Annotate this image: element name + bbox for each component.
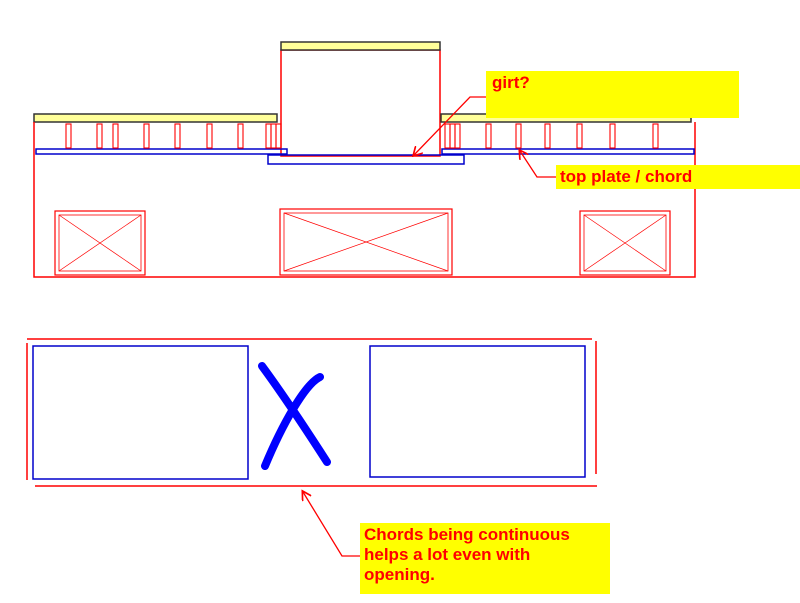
joist xyxy=(609,123,616,149)
left-joist-row xyxy=(65,123,282,149)
joist xyxy=(96,123,103,149)
joist xyxy=(112,123,119,149)
joist xyxy=(270,123,277,149)
joist xyxy=(143,123,150,149)
girt-leader-arrow xyxy=(414,96,486,155)
joist xyxy=(515,123,522,149)
joist xyxy=(65,123,72,149)
wall-outline xyxy=(33,122,696,278)
x-marker xyxy=(258,362,331,470)
girt-beam xyxy=(267,154,465,165)
joist xyxy=(174,123,181,149)
right-joist-row xyxy=(444,123,659,149)
opening-right xyxy=(579,210,671,276)
top-plate-callout: top plate / chord xyxy=(556,165,800,189)
joist xyxy=(444,123,451,149)
wall-elevation xyxy=(33,41,696,278)
joist xyxy=(454,123,461,149)
joist xyxy=(449,123,456,149)
opening-left xyxy=(54,210,146,276)
joist xyxy=(265,123,272,149)
chords-leader-arrow xyxy=(303,492,360,557)
joist xyxy=(485,123,492,149)
raised-center-block xyxy=(280,49,441,157)
plan-diagram xyxy=(26,338,597,487)
joist xyxy=(275,123,282,149)
joist xyxy=(237,123,244,149)
joist xyxy=(652,123,659,149)
left-top-plate xyxy=(35,148,288,155)
joist xyxy=(544,123,551,149)
center-roof-strip xyxy=(280,41,441,51)
chords-note-callout: Chords being continuous helps a lot even… xyxy=(360,523,610,594)
girt-callout: girt? xyxy=(486,71,739,118)
top-plate-leader-arrow xyxy=(520,151,556,178)
left-wall-panel xyxy=(32,345,249,480)
right-wall-panel xyxy=(369,345,586,478)
left-roof-strip xyxy=(33,113,278,123)
joist xyxy=(576,123,583,149)
right-top-plate xyxy=(441,148,695,155)
opening-center xyxy=(279,208,453,276)
joist xyxy=(206,123,213,149)
